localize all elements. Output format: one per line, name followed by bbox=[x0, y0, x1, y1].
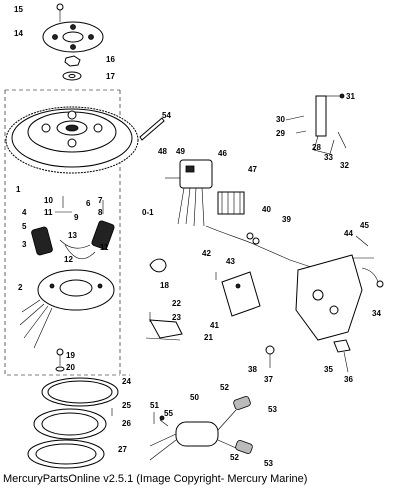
callout-28: 28 bbox=[312, 143, 321, 152]
copyright-footer: MercuryPartsOnline v2.5.1 (Image Copyrig… bbox=[3, 473, 308, 485]
callout-42: 42 bbox=[202, 249, 211, 258]
callout-8: 8 bbox=[98, 208, 103, 217]
callout-37: 37 bbox=[264, 375, 273, 384]
callout-24: 24 bbox=[122, 377, 131, 386]
callout-33: 33 bbox=[324, 153, 333, 162]
mounting-bracket-34[interactable] bbox=[295, 235, 384, 341]
callout-11b: 11 bbox=[100, 243, 109, 252]
callout-2: 2 bbox=[18, 283, 23, 292]
callout-0-1: 0-1 bbox=[142, 208, 154, 217]
callout-55: 55 bbox=[164, 409, 173, 418]
callout-13: 13 bbox=[68, 231, 77, 240]
callout-22: 22 bbox=[172, 299, 181, 308]
callout-14: 14 bbox=[14, 29, 23, 38]
callout-20: 20 bbox=[66, 363, 75, 372]
callout-52b: 52 bbox=[230, 453, 239, 462]
screws-19-20[interactable] bbox=[55, 348, 65, 372]
callout-27: 27 bbox=[118, 445, 127, 454]
callout-47: 47 bbox=[248, 165, 257, 174]
callout-16: 16 bbox=[106, 55, 115, 64]
stator-plate[interactable] bbox=[19, 269, 115, 349]
callout-53: 53 bbox=[268, 405, 277, 414]
throttle-linkage[interactable] bbox=[285, 93, 347, 155]
callout-53b: 53 bbox=[264, 459, 273, 468]
callout-35: 35 bbox=[324, 365, 333, 374]
flywheel[interactable] bbox=[5, 106, 139, 174]
callout-45: 45 bbox=[360, 221, 369, 230]
bolt-35-36[interactable] bbox=[333, 339, 351, 373]
callout-40: 40 bbox=[262, 205, 271, 214]
callout-7: 7 bbox=[98, 196, 103, 205]
callout-49: 49 bbox=[176, 147, 185, 156]
callout-19: 19 bbox=[66, 351, 75, 360]
callout-54: 54 bbox=[162, 111, 171, 120]
callout-18: 18 bbox=[160, 281, 169, 290]
switch-box-46[interactable] bbox=[165, 159, 213, 227]
bracket-21-23[interactable] bbox=[145, 312, 183, 341]
callout-34: 34 bbox=[372, 309, 381, 318]
callout-25: 25 bbox=[122, 401, 131, 410]
callout-21: 21 bbox=[204, 333, 213, 342]
rectifier-47[interactable] bbox=[217, 191, 245, 215]
callout-32: 32 bbox=[340, 161, 349, 170]
callout-15: 15 bbox=[14, 5, 23, 14]
callout-51: 51 bbox=[150, 401, 159, 410]
callout-30: 30 bbox=[276, 115, 285, 124]
callout-labels: 15 14 16 17 54 1 10 11 9 7 6 8 0-1 4 5 3… bbox=[14, 5, 381, 468]
callout-50: 50 bbox=[190, 393, 199, 402]
flywheel-cover-plate[interactable] bbox=[42, 3, 104, 53]
callout-52: 52 bbox=[220, 383, 229, 392]
callout-5: 5 bbox=[22, 222, 27, 231]
callout-48: 48 bbox=[158, 147, 167, 156]
small-hardware-51-55[interactable] bbox=[153, 412, 165, 424]
assembly-outline bbox=[4, 89, 130, 376]
ignition-coil-41[interactable] bbox=[215, 271, 261, 317]
flywheel-key[interactable] bbox=[139, 117, 165, 141]
callout-44: 44 bbox=[344, 229, 353, 238]
callout-10: 10 bbox=[44, 196, 53, 205]
wire-harness-39-40[interactable] bbox=[205, 225, 321, 271]
callout-23: 23 bbox=[172, 313, 181, 322]
callout-31: 31 bbox=[346, 92, 355, 101]
callout-29: 29 bbox=[276, 129, 285, 138]
flywheel-nut-washer[interactable] bbox=[62, 55, 82, 81]
callout-17: 17 bbox=[106, 72, 115, 81]
callout-12: 12 bbox=[64, 255, 73, 264]
callout-11: 11 bbox=[44, 208, 53, 217]
callout-3: 3 bbox=[22, 240, 27, 249]
callout-6: 6 bbox=[86, 199, 91, 208]
callout-38: 38 bbox=[248, 365, 257, 374]
ignition-coil-50[interactable] bbox=[149, 396, 253, 461]
callout-43: 43 bbox=[226, 257, 235, 266]
callout-9: 9 bbox=[74, 213, 79, 222]
callout-4: 4 bbox=[22, 208, 27, 217]
clamp-18[interactable] bbox=[149, 258, 167, 273]
callout-26: 26 bbox=[122, 419, 131, 428]
gasket-27[interactable] bbox=[27, 439, 105, 469]
callout-46: 46 bbox=[218, 149, 227, 158]
callout-41: 41 bbox=[210, 321, 219, 330]
retainer-26[interactable] bbox=[33, 408, 113, 440]
callout-36: 36 bbox=[344, 375, 353, 384]
screw-37-38[interactable] bbox=[265, 345, 275, 368]
trigger-coils[interactable] bbox=[31, 196, 115, 259]
ring-gear-24[interactable] bbox=[41, 377, 119, 407]
callout-39: 39 bbox=[282, 215, 291, 224]
callout-1: 1 bbox=[16, 185, 21, 194]
